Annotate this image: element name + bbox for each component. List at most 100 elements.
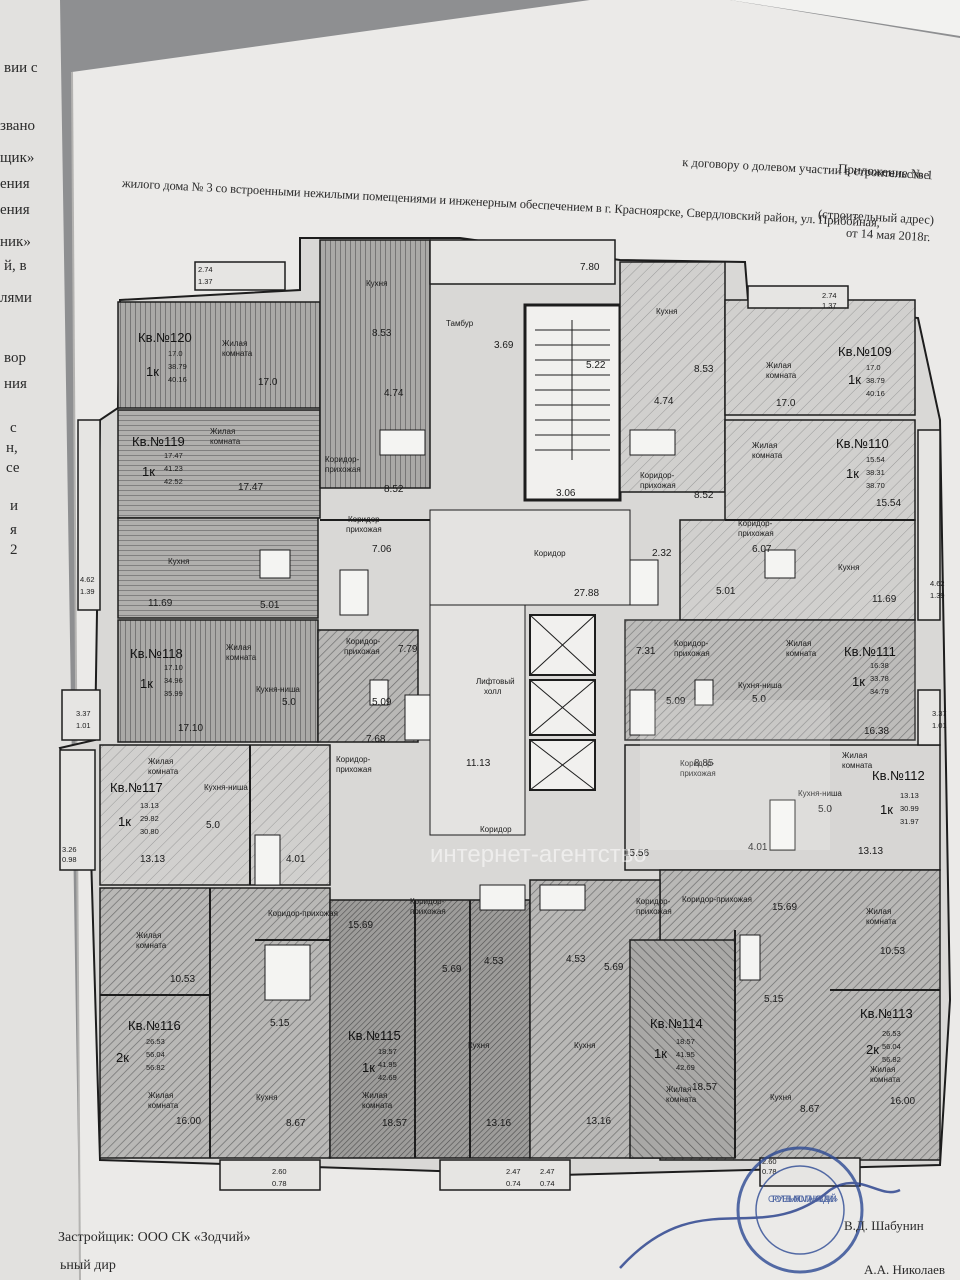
room-kitchen: Кухня [256, 1093, 277, 1102]
left-frag: звано [0, 118, 35, 134]
apt-115-title: Кв.№115 [348, 1028, 401, 1043]
balcony-area: 1.39 [80, 587, 95, 596]
apt-117-title: Кв.№117 [110, 780, 163, 795]
balcony-area: 0.78 [272, 1179, 287, 1188]
room-corridor-top: Коридор- [348, 515, 383, 524]
room-corridor-bottom: прихожая [336, 765, 372, 774]
apt-115-area-3: 42.69 [378, 1073, 397, 1082]
room-kitchen-niche: Кухня-ниша [204, 783, 248, 792]
room-living-top: Жилая [148, 757, 173, 766]
apt-119-area-1: 17.47 [164, 451, 183, 460]
room-labels: Кухня Жилая комната Тамбур Коридор- прих… [136, 279, 901, 1110]
room-corridor-top: Коридор- [410, 897, 445, 906]
room-corridor-bottom: прихожая [674, 649, 710, 658]
apt-117-area-3: 30.80 [140, 827, 159, 836]
balcony-area: 0.78 [762, 1167, 777, 1176]
area-value: 7.79 [398, 644, 418, 655]
area-value: 15.56 [624, 848, 649, 859]
developer-label: Застройщик: ООО СК «Зодчий» [58, 1230, 251, 1245]
area-value: 6.07 [752, 544, 772, 555]
room-corridor-top: Коридор- [325, 455, 360, 464]
area-value: 11.69 [148, 598, 173, 609]
room-corridor: Коридор [534, 549, 566, 558]
room-living-top: Жилая [148, 1091, 173, 1100]
balcony-area: 2.47 [540, 1167, 555, 1176]
balcony-area: 3.37 [932, 709, 947, 718]
left-frag: н, [6, 440, 18, 456]
room-living-bottom: комната [222, 349, 253, 358]
stamp-text: СТРОИТЕЛЬНАЯ КОМПАНИЯ «ЗОДЧИЙ» [768, 1193, 838, 1204]
room-corridor-top: Коридор- [636, 897, 671, 906]
room-corridor-top: Коридор- [346, 637, 381, 646]
balcony-area: 2.74 [198, 265, 213, 274]
room-corridor-top: Коридор- [680, 759, 715, 768]
apt-119-area-3: 42.52 [164, 477, 183, 486]
apt-114-title: Кв.№114 [650, 1016, 703, 1031]
apt-109-area [724, 299, 916, 416]
room-living-top: Жилая [210, 427, 235, 436]
room-kitchen: Кухня [770, 1093, 791, 1102]
room-living-bottom: комната [870, 1075, 901, 1084]
area-value: 17.0 [258, 377, 278, 388]
balcony-area: 0.98 [62, 855, 77, 864]
room-living-top: Жилая [766, 361, 791, 370]
room-corridor-bottom: прихожая [680, 769, 716, 778]
apt-116-rooms: 2к [116, 1050, 129, 1065]
area-value: 5.15 [764, 994, 784, 1005]
apt-120-rooms: 1к [146, 364, 159, 379]
room-corridor-top: Коридор- [336, 755, 371, 764]
room-kitchen: Кухня [656, 307, 677, 316]
balcony-values: 2.74 1.37 2.74 1.37 4.62 1.39 4.62 1.39 … [62, 265, 947, 1188]
area-value: 3.69 [494, 340, 514, 351]
apt-119-title: Кв.№119 [132, 434, 185, 449]
apt-110-rooms: 1к [846, 466, 859, 481]
area-value: 8.52 [384, 484, 404, 495]
balcony-area: 4.62 [930, 579, 945, 588]
apt-114-area [629, 939, 736, 1159]
room-living-top: Жилая [866, 907, 891, 916]
balcony-area: 2.60 [272, 1167, 287, 1176]
apt-116-area-2: 56.04 [146, 1050, 165, 1059]
internal-walls [100, 519, 940, 1158]
room-living-top: Жилая [226, 643, 251, 652]
apt-120-area-1: 17.0 [168, 349, 183, 358]
room-kitchen: Кухня [168, 557, 189, 566]
area-value: 18.57 [382, 1118, 407, 1129]
balcony-area: 1.01 [76, 721, 91, 730]
apt-109-area-3: 40.16 [866, 389, 885, 398]
apt-110-area-1: 15.54 [866, 455, 885, 464]
left-frag: и [10, 498, 19, 514]
signer-2: А.А. Николаев [864, 1262, 946, 1277]
left-frag: ник» [0, 234, 31, 250]
room-corridor: Коридор [480, 825, 512, 834]
apt-112-area-1: 13.13 [900, 791, 919, 800]
area-value: 4.74 [384, 388, 404, 399]
left-frag: щик» [0, 150, 35, 166]
area-value: 2.32 [652, 548, 672, 559]
apt-110-kitchen [679, 519, 916, 621]
apt-118-rooms: 1к [140, 676, 153, 691]
room-living-bottom: комната [136, 941, 167, 950]
room-corridor-bottom: прихожая [738, 529, 774, 538]
apt-110-title: Кв.№110 [836, 436, 889, 451]
apt-117-area-1: 13.13 [140, 801, 159, 810]
balcony-area: 2.74 [822, 291, 837, 300]
room-living-bottom: комната [148, 1101, 179, 1110]
balcony-area: 2.47 [506, 1167, 521, 1176]
room-living-top: Жилая [786, 639, 811, 648]
area-value: 17.0 [776, 398, 796, 409]
area-value: 7.31 [636, 646, 656, 657]
area-value: 27.88 [574, 588, 599, 599]
left-frag: ния [4, 376, 27, 392]
room-living-top: Жилая [362, 1091, 387, 1100]
room-kitchen-niche: Кухня-ниша [256, 685, 300, 694]
signer-1: В.Д. Шабунин [844, 1218, 924, 1233]
balcony-top [429, 239, 616, 285]
left-frag: с [10, 420, 17, 436]
apt-113-area-1: 26.53 [882, 1029, 901, 1038]
area-value: 18.57 [692, 1082, 717, 1093]
area-value: 5.01 [716, 586, 736, 597]
apt-109-rooms: 1к [848, 372, 861, 387]
